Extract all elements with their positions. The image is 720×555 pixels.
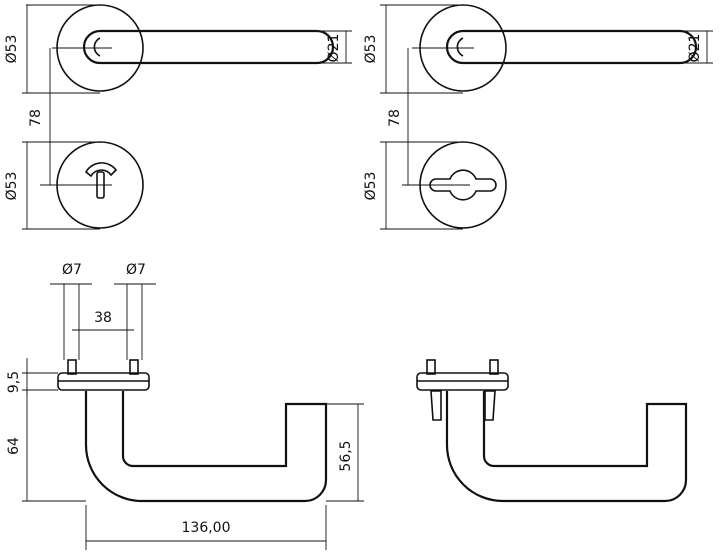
fixing-pin	[489, 359, 499, 375]
lever-profile	[84, 391, 328, 503]
indicator-window	[84, 162, 118, 178]
dim-lever-length: 136,00	[182, 520, 231, 536]
dim-lever-diameter-left: Ø21	[326, 34, 342, 63]
dim-rose-thickness: 9,5	[6, 371, 22, 393]
dim-spacing-right: 78	[387, 109, 403, 127]
fixing-sleeve	[484, 390, 496, 421]
fixing-sleeve	[430, 390, 442, 421]
front-view-right: Ø53 78 Ø53 Ø21	[363, 4, 713, 230]
front-view-left: Ø53 78 Ø53 Ø21	[4, 4, 352, 230]
dim-lever-inner-height: 56,5	[338, 440, 354, 471]
fixing-pin	[426, 359, 436, 375]
dim-rose-diameter-bottom-right: Ø53	[363, 172, 379, 201]
dim-lever-diameter-right: Ø21	[687, 34, 703, 63]
fixing-pin	[67, 359, 77, 375]
lever-handle	[82, 29, 335, 65]
fixing-pin	[129, 359, 139, 375]
dim-lever-height: 64	[6, 437, 22, 455]
lever-profile	[445, 391, 688, 503]
dim-pin-diameter-right: Ø7	[126, 262, 146, 278]
dim-rose-diameter-top: Ø53	[4, 35, 20, 64]
thumbturn-knob	[429, 169, 497, 201]
dim-pin-spacing: 38	[94, 310, 112, 326]
dim-spacing: 78	[28, 109, 44, 127]
dim-pin-diameter-left: Ø7	[62, 262, 82, 278]
dim-rose-diameter-top-right: Ø53	[363, 35, 379, 64]
lever-handle	[445, 29, 698, 65]
dim-rose-diameter-bottom: Ø53	[4, 172, 20, 201]
side-view-left: Ø7 Ø7 38 9,5 64 56,5 136,00	[6, 262, 364, 550]
side-view-right	[416, 359, 688, 503]
